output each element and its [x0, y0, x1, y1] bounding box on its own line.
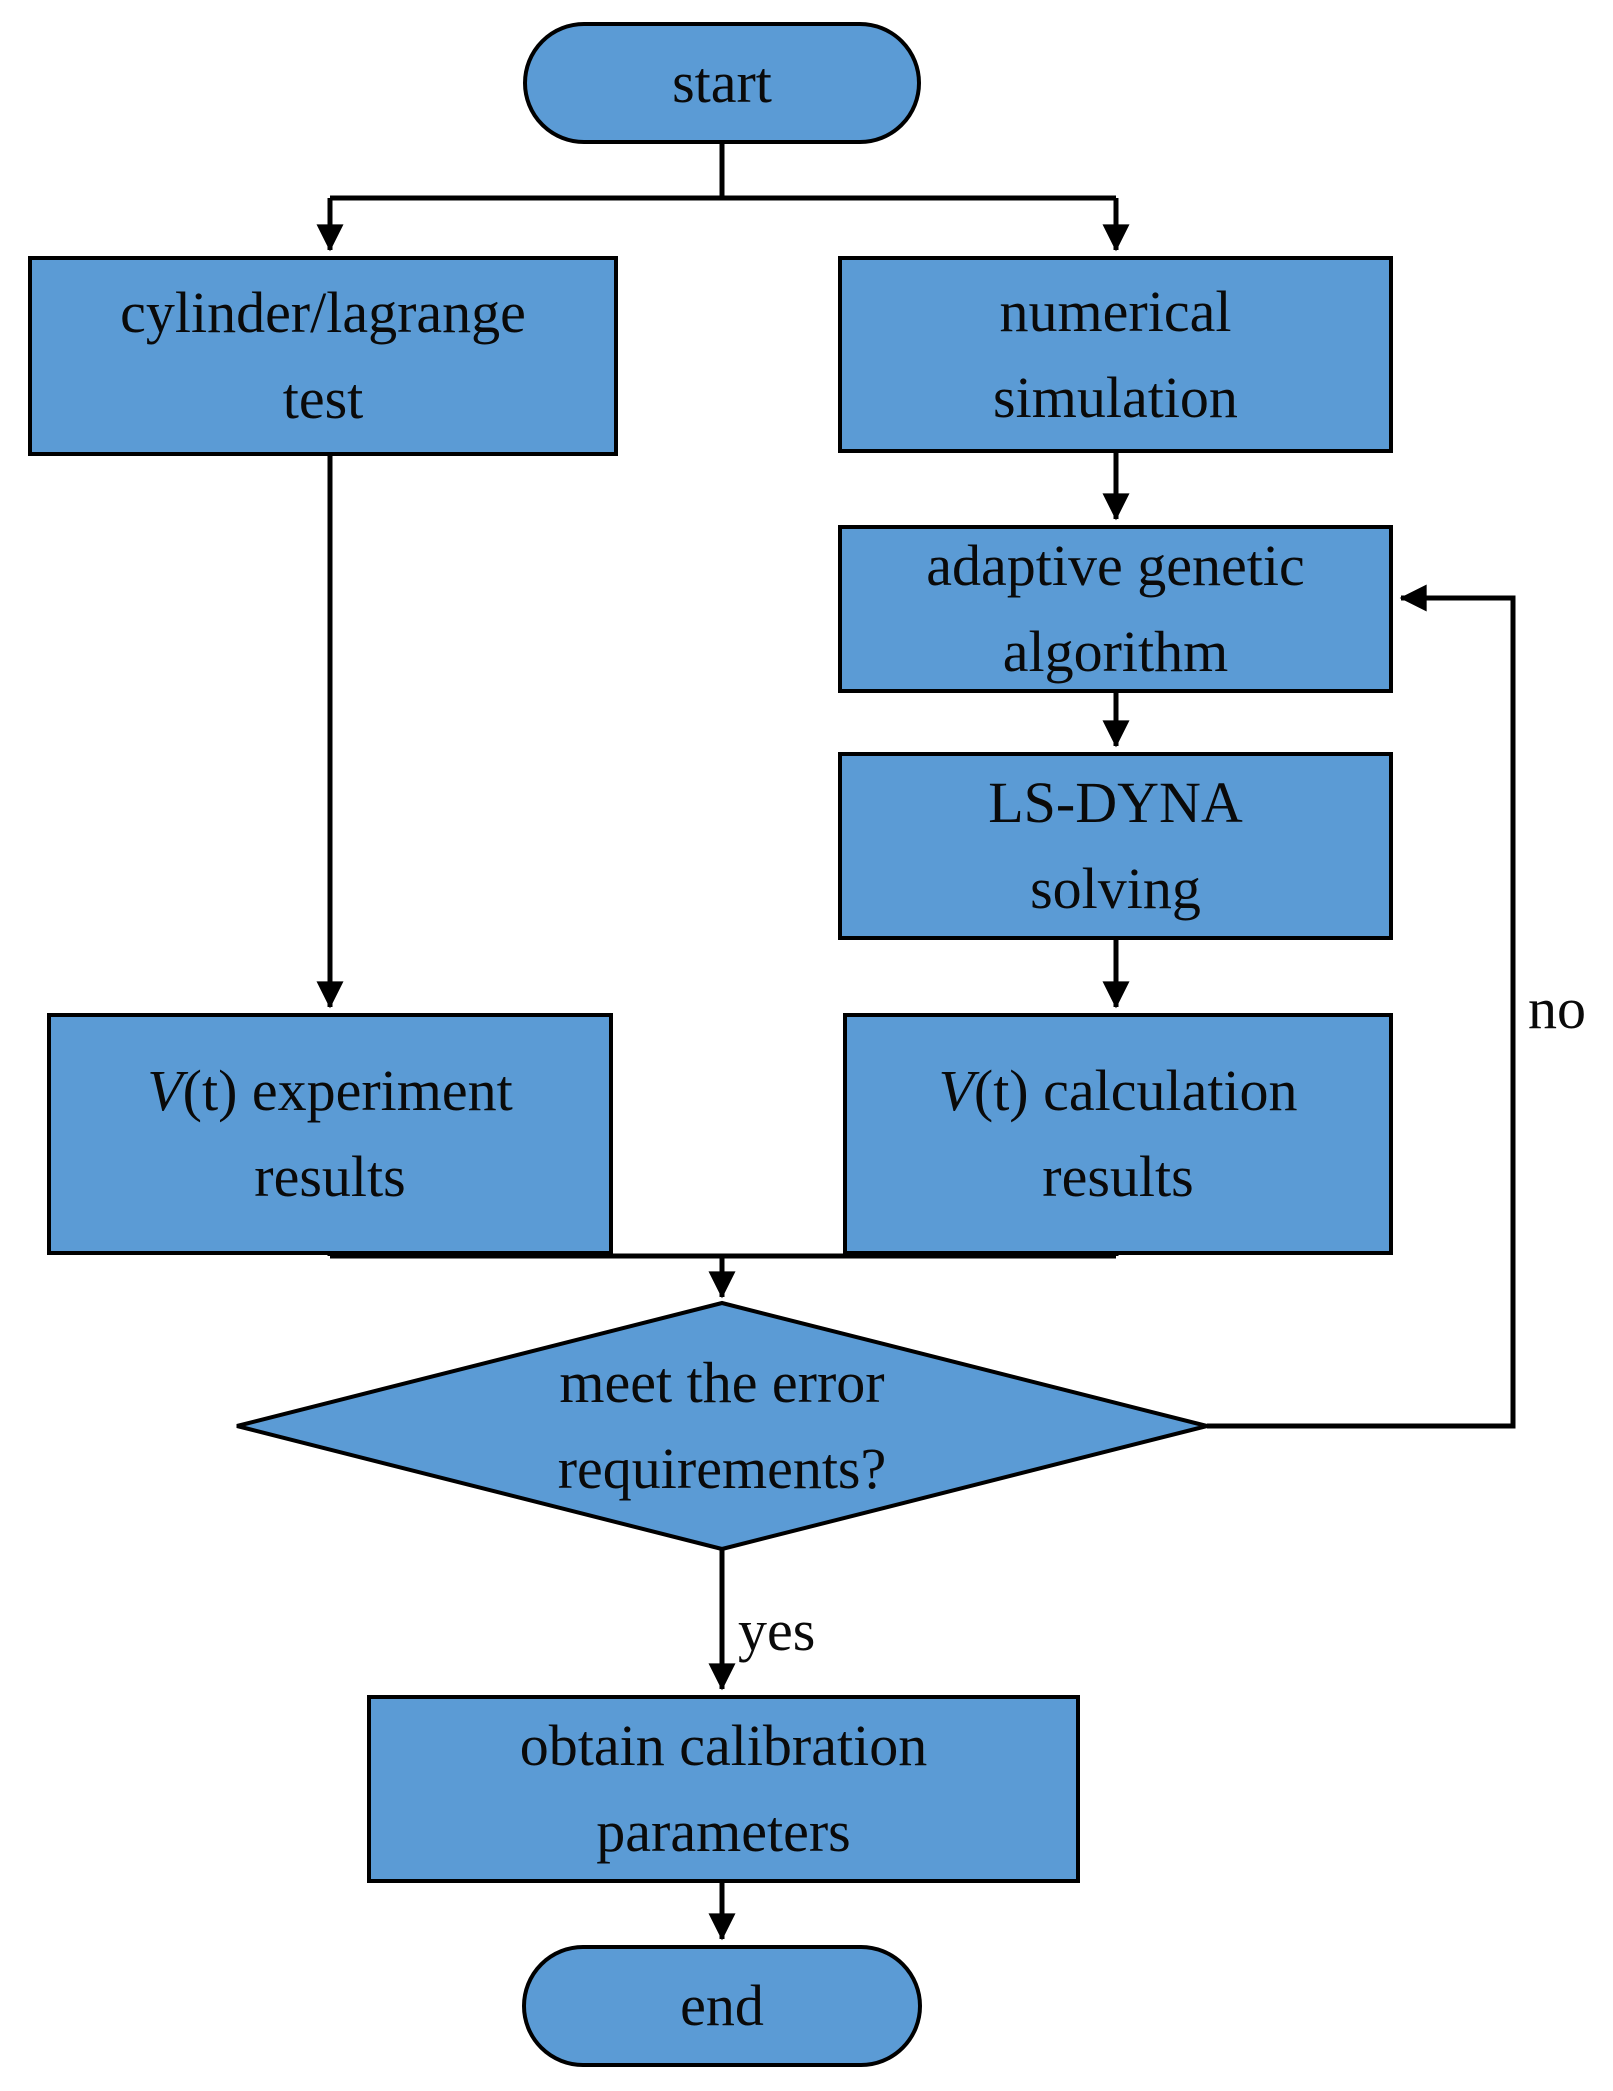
decision-label: meet the error requirements?: [237, 1303, 1207, 1549]
v-italic: V: [147, 1058, 183, 1123]
node-numerical-simulation-line1: numerical: [999, 278, 1232, 344]
node-ls-dyna-line1: LS-DYNA: [988, 770, 1243, 835]
node-start: start: [523, 22, 921, 144]
decision-line1: meet the error: [559, 1350, 885, 1415]
node-end-label: end: [680, 1973, 764, 2038]
node-v-experiment-results: V(t) experiment results: [47, 1013, 613, 1255]
node-v-calculation-line2: results: [1042, 1144, 1194, 1209]
label-no: no: [1528, 976, 1586, 1041]
node-cylinder-test-line1: cylinder/lagrange: [120, 280, 526, 345]
node-adaptive-genetic-algorithm: adaptive genetic algorithm: [838, 525, 1393, 693]
node-v-calculation-line1-rest: (t) calculation: [973, 1058, 1298, 1123]
node-obtain-calibration-parameters: obtain calibration parameters: [367, 1695, 1080, 1883]
node-v-experiment-line1: V(t) experiment: [147, 1048, 513, 1134]
node-obtain-line2: parameters: [596, 1799, 851, 1864]
node-end: end: [522, 1945, 922, 2067]
edge-no-feedback: [1207, 584, 1516, 1429]
node-adaptive-genetic-line1: adaptive genetic: [926, 533, 1305, 598]
node-v-calculation-line1: V(t) calculation: [938, 1048, 1297, 1134]
decision-diamond: [236, 1300, 1208, 1552]
v-italic: V: [938, 1058, 974, 1123]
decision-line2: requirements?: [557, 1436, 887, 1501]
label-yes: yes: [738, 1598, 816, 1663]
node-adaptive-genetic-line2: algorithm: [1002, 619, 1229, 684]
node-cylinder-lagrange-test: cylinder/lagrange test: [28, 256, 618, 456]
node-numerical-simulation-line2: simulation: [993, 364, 1238, 430]
node-v-calculation-results: V(t) calculation results: [843, 1013, 1393, 1255]
node-v-experiment-line1-rest: (t) experiment: [182, 1058, 513, 1123]
node-start-label: start: [672, 50, 772, 115]
node-cylinder-test-line2: test: [282, 366, 364, 431]
node-obtain-line1: obtain calibration: [519, 1713, 928, 1778]
node-ls-dyna-line2: solving: [1030, 856, 1201, 921]
node-ls-dyna-solving: LS-DYNA solving: [838, 752, 1393, 940]
node-v-experiment-line2: results: [254, 1144, 406, 1209]
node-numerical-simulation: numerical simulation: [838, 256, 1393, 453]
